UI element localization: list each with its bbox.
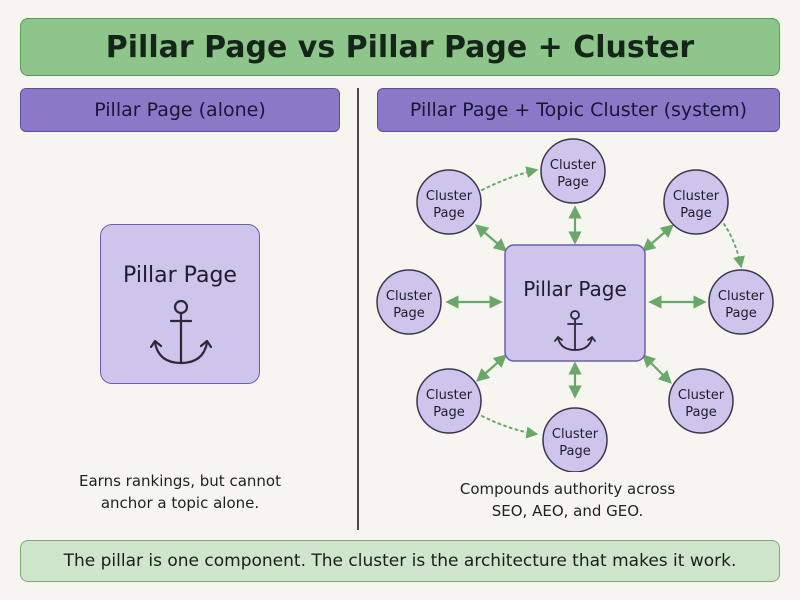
cluster-label-line2: Page <box>433 405 464 420</box>
cluster-label-line1: Cluster <box>673 189 720 204</box>
arrow-top-left <box>474 224 508 252</box>
right-panel-header: Pillar Page + Topic Cluster (system) <box>377 88 780 132</box>
right-caption-line2: SEO, AEO, and GEO. <box>491 502 644 520</box>
left-caption: Earns rankings, but cannot anchor a topi… <box>60 470 300 514</box>
dotted-link-bottom <box>481 415 539 439</box>
left-panel-header: Pillar Page (alone) <box>20 88 340 132</box>
cluster-label-line1: Cluster <box>426 388 473 403</box>
cluster-label-line1: Cluster <box>426 189 473 204</box>
standalone-pillar-box: Pillar Page <box>100 224 260 384</box>
dotted-link-right <box>723 223 745 269</box>
cluster-label-line1: Cluster <box>386 289 433 304</box>
standalone-pillar-label: Pillar Page <box>123 263 237 288</box>
cluster-label-line1: Cluster <box>718 289 765 304</box>
cluster-label-line2: Page <box>685 405 716 420</box>
arrow-bottom-right <box>642 354 672 384</box>
footer-note: The pillar is one component. The cluster… <box>20 540 780 582</box>
panel-divider <box>357 88 359 530</box>
cluster-label-line1: Cluster <box>550 158 597 173</box>
cluster-label-line2: Page <box>559 444 590 459</box>
left-caption-line1: Earns rankings, but cannot <box>79 472 281 490</box>
cluster-label-line1: Cluster <box>552 427 599 442</box>
right-caption: Compounds authority across SEO, AEO, and… <box>440 478 695 522</box>
cluster-label-line2: Page <box>393 306 424 321</box>
anchor-icon <box>149 299 213 365</box>
dotted-link-top <box>481 166 539 191</box>
cluster-label-line2: Page <box>725 306 756 321</box>
anchor-icon <box>554 310 596 351</box>
cluster-label-line2: Page <box>433 206 464 221</box>
page-title: Pillar Page vs Pillar Page + Cluster <box>20 18 780 76</box>
arrow-bottom-left <box>476 354 507 382</box>
central-pillar-node: Pillar Page <box>504 244 646 362</box>
left-caption-line2: anchor a topic alone. <box>100 494 260 512</box>
central-pillar-label: Pillar Page <box>523 277 627 301</box>
right-caption-line1: Compounds authority across <box>459 480 676 498</box>
cluster-label-line1: Cluster <box>678 388 725 403</box>
arrow-top-right <box>641 224 675 252</box>
cluster-label-line2: Page <box>557 175 588 190</box>
cluster-diagram: Pillar Page ClusterPageClusterPageCluste… <box>376 138 774 472</box>
cluster-label-line2: Page <box>680 206 711 221</box>
